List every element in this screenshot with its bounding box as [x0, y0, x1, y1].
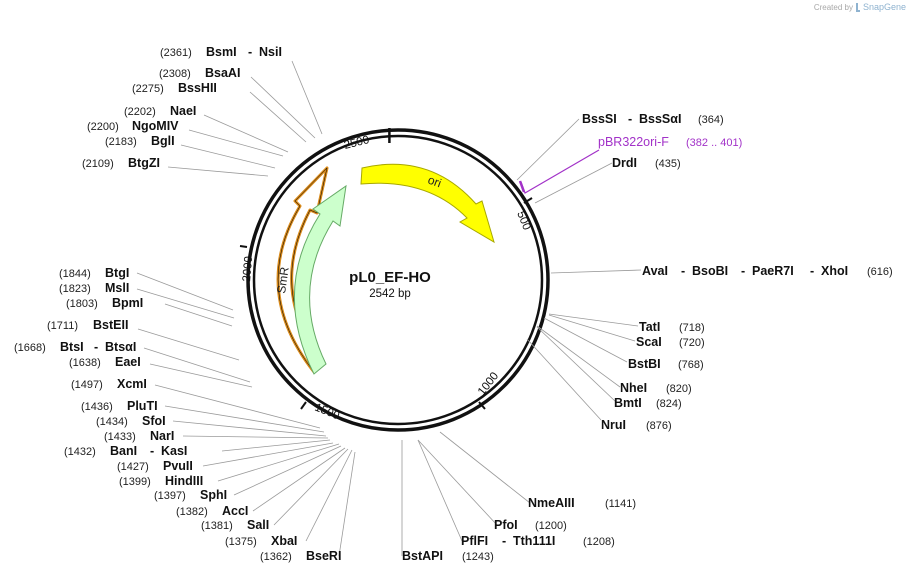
- tick-label-1500: 1500: [313, 402, 341, 423]
- tick-mark-1000: [478, 401, 486, 410]
- enzyme-leaders: [136, 60, 642, 557]
- enzyme-label-pflfi: PflFI-Tth111I(1208): [461, 534, 615, 548]
- enzyme-label-bseri: (1362)BseRI: [260, 549, 341, 563]
- enzyme-label-btgi: (1844)BtgI: [59, 266, 129, 280]
- enzyme-label-bsaai: (2308)BsaAI: [159, 66, 240, 80]
- enzyme-label-bsteii: (1711)BstEII: [47, 318, 128, 332]
- tick-label-2500: 2500: [343, 134, 371, 152]
- enzyme-label-avai: AvaI-BsoBI-PaeR7I-XhoI(616): [642, 264, 893, 278]
- enzyme-label-nari: (1433)NarI: [104, 429, 174, 443]
- backbone-inner-ring: [252, 134, 544, 426]
- enzyme-label-acci: (1382)AccI: [176, 504, 248, 518]
- enzyme-label-pluti: (1436)PluTI: [81, 399, 158, 413]
- snapgene-credit: Created by SnapGene: [814, 2, 906, 12]
- enzyme-label-naei: (2202)NaeI: [124, 104, 196, 118]
- enzyme-label-xbai: (1375)XbaI: [225, 534, 297, 548]
- credit-prefix: Created by: [813, 2, 853, 12]
- ori-feature-label: ori: [426, 173, 443, 191]
- enzyme-label-scai: ScaI(720): [636, 335, 705, 349]
- tick-mark-2000: [239, 245, 248, 248]
- enzyme-label-btsi: (1668)BtsI-BtsαI: [14, 340, 136, 354]
- enzyme-label-pfoi: PfoI(1200): [494, 518, 567, 532]
- enzyme-label-eaei: (1638)EaeI: [69, 355, 141, 369]
- enzyme-label-bpmi: (1803)BpmI: [66, 296, 143, 310]
- enzyme-label-ngomiv: (2200)NgoMIV: [87, 119, 179, 133]
- enzyme-label-tati: TatI(718): [639, 320, 705, 334]
- enzyme-label-drdi: DrdI(435): [612, 156, 681, 170]
- enzyme-label-sfoi: (1434)SfoI: [96, 414, 166, 428]
- enzyme-labels: (2361)BsmI-NsiI (2308)BsaAI (2275)BssHII…: [14, 45, 893, 563]
- tick-mark-500: [523, 197, 533, 204]
- tick-label-2000: 2000: [241, 256, 255, 283]
- enzyme-label-pvuii: (1427)PvuII: [117, 459, 193, 473]
- snapgene-logo-icon: [855, 2, 860, 12]
- smr-feature-arrow: [294, 184, 347, 375]
- enzyme-label-nmeaiii: NmeAIII(1141): [528, 496, 636, 510]
- enzyme-label-sali: (1381)SalI: [201, 518, 269, 532]
- enzyme-label-msli: (1823)MslI: [59, 281, 129, 295]
- enzyme-label-bani: (1432)BanI-KasI: [64, 444, 187, 458]
- enzyme-label-bstapi: BstAPI(1243): [402, 549, 494, 563]
- primer-name: pBR322ori-F: [598, 135, 669, 149]
- backbone-outer-ring: [246, 128, 550, 432]
- enzyme-label-bgli: (2183)BglI: [105, 134, 175, 148]
- enzyme-label-sphi: (1397)SphI: [154, 488, 227, 502]
- primer-range: (382 .. 401): [686, 137, 742, 149]
- enzyme-label-bsssi: BssSI-BssSαI(364): [582, 112, 724, 126]
- enzyme-label-nrui: NruI(876): [601, 418, 672, 432]
- enzyme-label-nhei: NheI(820): [620, 381, 692, 395]
- smr-feature-label: SmR: [274, 266, 292, 295]
- credit-brand: SnapGene: [862, 2, 906, 12]
- enzyme-label-bsmi: (2361)BsmI-NsiI: [160, 45, 282, 59]
- primer-mark: [518, 180, 526, 193]
- enzyme-label-xcmi: (1497)XcmI: [71, 377, 147, 391]
- enzyme-label-bmti: BmtI(824): [614, 396, 682, 410]
- ori-feature-arrow: [360, 163, 495, 244]
- enzyme-label-btgzi: (2109)BtgZI: [82, 156, 160, 170]
- tick-mark-1500: [300, 401, 307, 410]
- enzyme-label-bstbi: BstBI(768): [628, 357, 704, 371]
- plasmid-length: 2542 bp: [369, 288, 411, 300]
- tick-label-500: 500: [514, 210, 532, 232]
- enzyme-label-hindiii: (1399)HindIII: [119, 474, 203, 488]
- plasmid-name: pL0_EF-HO: [349, 269, 431, 286]
- enzyme-label-bsshii: (2275)BssHII: [132, 81, 217, 95]
- primer-leader: [520, 149, 600, 194]
